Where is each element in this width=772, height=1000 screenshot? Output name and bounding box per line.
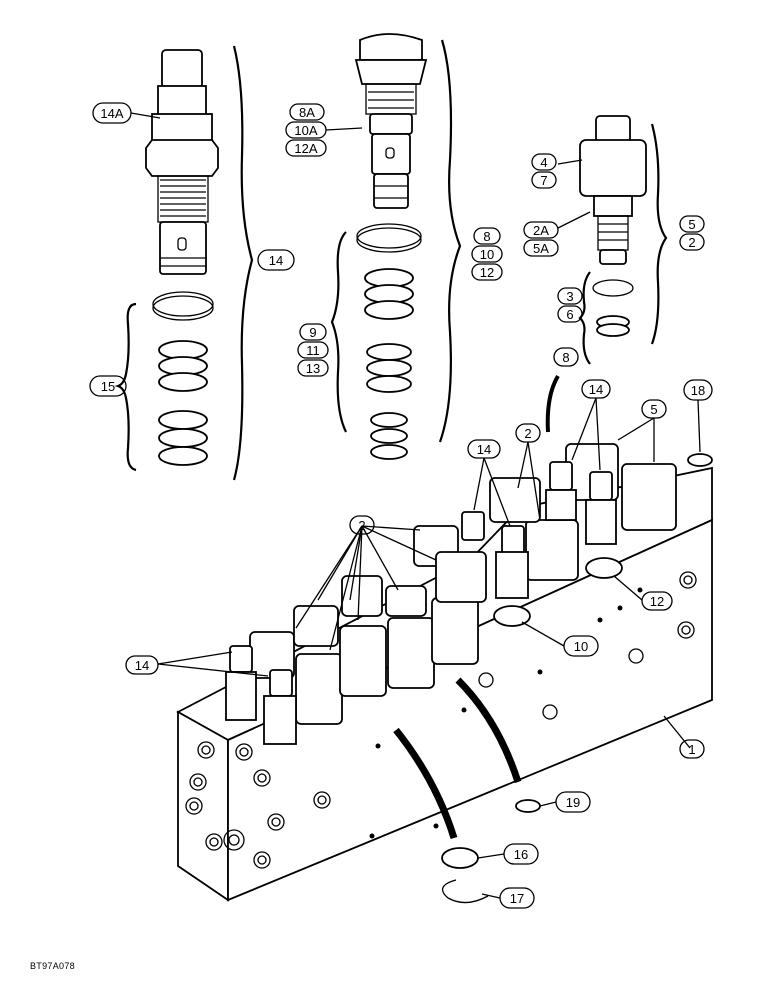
callout-9: 9 — [299, 323, 327, 341]
callout-12: 12 — [471, 263, 503, 281]
figure-id: BT97A078 — [30, 961, 75, 971]
part-19 — [515, 799, 541, 813]
callout-2-cluster: 2 — [349, 515, 375, 535]
svg-text:17: 17 — [510, 891, 524, 906]
callout-2a: 2A — [523, 221, 559, 239]
svg-text:10: 10 — [574, 639, 588, 654]
svg-text:10: 10 — [480, 247, 494, 262]
screen-16 — [441, 847, 479, 869]
brace-3-6 — [578, 271, 591, 365]
brace-14 — [232, 45, 254, 481]
svg-text:9: 9 — [309, 325, 316, 340]
svg-text:12: 12 — [650, 594, 664, 609]
callout-14a: 14A — [92, 102, 132, 124]
svg-text:5: 5 — [650, 402, 657, 417]
callout-2-right: 2 — [679, 233, 705, 251]
callout-8-arrow: 8 — [553, 347, 579, 367]
callout-10: 10 — [471, 245, 503, 263]
svg-text:1: 1 — [688, 742, 695, 757]
svg-text:6: 6 — [566, 307, 573, 322]
callout-14-center: 14 — [467, 439, 501, 459]
svg-text:10A: 10A — [294, 123, 317, 138]
svg-text:2: 2 — [524, 426, 531, 441]
callout-19: 19 — [555, 791, 591, 813]
svg-text:14A: 14A — [100, 106, 123, 121]
svg-text:4: 4 — [540, 155, 547, 170]
callout-10-block: 10 — [563, 635, 599, 657]
brace-8-10-12 — [438, 39, 462, 443]
callout-8: 8 — [473, 227, 501, 245]
callout-10a: 10A — [285, 121, 327, 139]
svg-text:8: 8 — [483, 229, 490, 244]
svg-text:11: 11 — [306, 343, 320, 358]
callout-14-left: 14 — [125, 655, 159, 675]
brace-15 — [114, 302, 137, 472]
callout-5-block: 5 — [641, 399, 667, 419]
callout-13: 13 — [297, 359, 329, 377]
callout-12a: 12A — [285, 139, 327, 157]
snap-ring-17 — [441, 879, 489, 904]
callout-5a: 5A — [523, 239, 559, 257]
svg-text:14: 14 — [269, 253, 283, 268]
callout-6: 6 — [557, 305, 583, 323]
svg-text:14: 14 — [589, 382, 603, 397]
brace-9-11-13 — [330, 231, 347, 433]
svg-text:15: 15 — [101, 379, 115, 394]
brace-5-2 — [650, 123, 668, 345]
callout-15: 15 — [89, 375, 127, 397]
svg-text:2: 2 — [688, 235, 695, 250]
relief-cartridge-14a — [145, 49, 219, 275]
svg-text:8A: 8A — [299, 105, 315, 120]
leader-lines — [130, 112, 701, 899]
callout-17: 17 — [499, 887, 535, 909]
callouts: 14A 14 15 8A 10A 12A 8 10 12 9 11 13 4 7… — [89, 102, 713, 909]
svg-text:5: 5 — [688, 217, 695, 232]
callout-7: 7 — [531, 171, 557, 189]
plug-10 — [493, 605, 531, 627]
svg-text:13: 13 — [306, 361, 320, 376]
seal-kit-9-11-13 — [356, 223, 422, 460]
svg-text:8: 8 — [562, 350, 569, 365]
part-18 — [687, 453, 713, 467]
svg-text:2: 2 — [358, 518, 365, 533]
callout-2-center: 2 — [515, 423, 541, 443]
cartridge-8a-10a-12a — [354, 33, 428, 209]
svg-text:12A: 12A — [294, 141, 317, 156]
callout-4: 4 — [531, 153, 557, 171]
callout-14-brace: 14 — [257, 249, 295, 271]
svg-text:14: 14 — [477, 442, 491, 457]
callout-11: 11 — [297, 341, 329, 359]
callout-8a: 8A — [289, 103, 325, 121]
svg-text:16: 16 — [514, 847, 528, 862]
relief-cartridges-on-block — [225, 461, 617, 745]
callout-5: 5 — [679, 215, 705, 233]
solenoid-cartridge-4-7 — [579, 115, 647, 337]
callout-12-block: 12 — [641, 591, 673, 611]
svg-text:18: 18 — [691, 383, 705, 398]
callout-1: 1 — [679, 739, 705, 759]
callout-18: 18 — [683, 379, 713, 401]
svg-text:3: 3 — [566, 289, 573, 304]
svg-text:14: 14 — [135, 658, 149, 673]
callout-3: 3 — [557, 287, 583, 305]
svg-text:2A: 2A — [533, 223, 549, 238]
svg-text:19: 19 — [566, 795, 580, 810]
svg-text:12: 12 — [480, 265, 494, 280]
callout-16: 16 — [503, 843, 539, 865]
svg-text:5A: 5A — [533, 241, 549, 256]
callout-14-top: 14 — [581, 379, 611, 399]
plug-12 — [585, 557, 623, 579]
seal-kit-15 — [152, 291, 214, 466]
svg-text:7: 7 — [540, 173, 547, 188]
